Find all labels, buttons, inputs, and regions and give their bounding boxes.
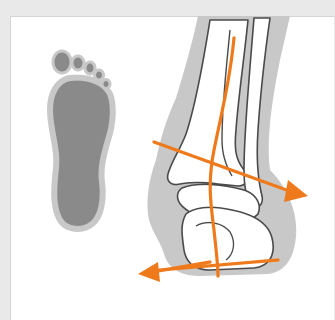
heel-arrowhead bbox=[138, 262, 160, 282]
footprint-sole bbox=[50, 78, 113, 229]
toe-3 bbox=[85, 62, 95, 74]
ankle-joint-arrowhead bbox=[284, 180, 308, 202]
footprint-icon bbox=[50, 51, 113, 229]
toe-4 bbox=[95, 70, 104, 80]
toe-2 bbox=[72, 56, 84, 70]
toe-5 bbox=[102, 80, 110, 89]
toe-big bbox=[53, 51, 71, 73]
